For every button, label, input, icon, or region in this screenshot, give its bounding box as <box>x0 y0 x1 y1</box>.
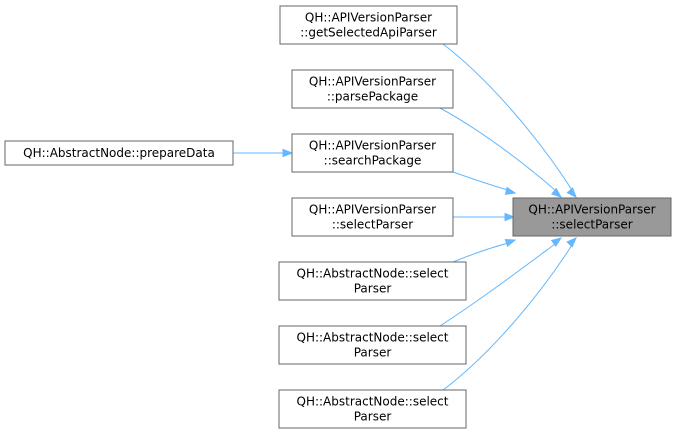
arrowhead-icon <box>566 237 577 248</box>
arrowhead-icon <box>550 237 563 248</box>
node-box <box>278 261 467 301</box>
edge-abstractSelect1-to-target <box>452 238 517 263</box>
arrowhead-icon <box>504 186 517 195</box>
edge-line <box>439 107 556 191</box>
edge-line <box>452 242 509 263</box>
edge-line <box>442 43 573 191</box>
node-label-line: QH::AbstractNode::select <box>297 267 449 281</box>
node-abstractSelect2[interactable]: QH::AbstractNode::selectParser <box>278 325 467 365</box>
node-getSelectedApiParser[interactable]: QH::APIVersionParser::getSelectedApiPars… <box>279 5 458 45</box>
edge-searchPackage-to-target <box>452 171 517 195</box>
arrowhead-icon <box>566 187 577 199</box>
node-label-line: QH::AbstractNode::prepareData <box>23 146 215 160</box>
node-label-line: ::selectParser <box>551 218 632 232</box>
edge-line <box>452 171 509 191</box>
node-box <box>291 197 454 237</box>
node-box <box>291 133 454 173</box>
arrowhead-icon <box>504 238 517 248</box>
node-label-line: ::parsePackage <box>327 90 418 104</box>
node-label-line: QH::APIVersionParser <box>309 203 436 217</box>
node-label-line: Parser <box>354 410 392 424</box>
nodes-layer: QH::APIVersionParser::selectParserQH::AP… <box>4 5 672 429</box>
node-box <box>4 140 234 166</box>
edge-selectParser-to-target <box>453 212 516 222</box>
arrowhead-icon <box>504 212 516 222</box>
node-label-line: ::selectParser <box>332 218 413 232</box>
node-label-line: ::searchPackage <box>324 154 422 168</box>
edge-prepareData-to-searchPackage <box>233 148 294 158</box>
node-label-line: ::getSelectedApiParser <box>300 26 437 40</box>
edge-abstractSelect3-to-target <box>442 237 577 391</box>
node-box <box>512 197 672 237</box>
arrowhead-icon <box>550 187 563 198</box>
node-box <box>278 389 467 429</box>
node-abstractSelect3[interactable]: QH::AbstractNode::selectParser <box>278 389 467 429</box>
edge-abstractSelect2-to-target <box>439 237 563 327</box>
node-label-line: QH::APIVersionParser <box>309 75 436 89</box>
node-label-line: QH::AbstractNode::select <box>297 331 449 345</box>
node-box <box>291 69 454 109</box>
node-label-line: QH::APIVersionParser <box>309 139 436 153</box>
edge-line <box>439 243 556 327</box>
arrowhead-icon <box>282 148 294 158</box>
edges-layer <box>233 43 577 391</box>
node-label-line: QH::APIVersionParser <box>305 11 432 25</box>
node-parsePackage[interactable]: QH::APIVersionParser::parsePackage <box>291 69 454 109</box>
node-target: QH::APIVersionParser::selectParser <box>512 197 672 237</box>
node-box <box>279 5 458 45</box>
edge-parsePackage-to-target <box>439 107 563 198</box>
node-selectParser[interactable]: QH::APIVersionParser::selectParser <box>291 197 454 237</box>
node-box <box>278 325 467 365</box>
edge-line <box>442 244 573 391</box>
node-searchPackage[interactable]: QH::APIVersionParser::searchPackage <box>291 133 454 173</box>
node-label-line: Parser <box>354 346 392 360</box>
node-label-line: Parser <box>354 282 392 296</box>
node-prepareData[interactable]: QH::AbstractNode::prepareData <box>4 140 234 166</box>
node-abstractSelect1[interactable]: QH::AbstractNode::selectParser <box>278 261 467 301</box>
edge-getSelectedApiParser-to-target <box>442 43 577 199</box>
node-label-line: QH::AbstractNode::select <box>297 395 449 409</box>
node-label-line: QH::APIVersionParser <box>528 203 655 217</box>
